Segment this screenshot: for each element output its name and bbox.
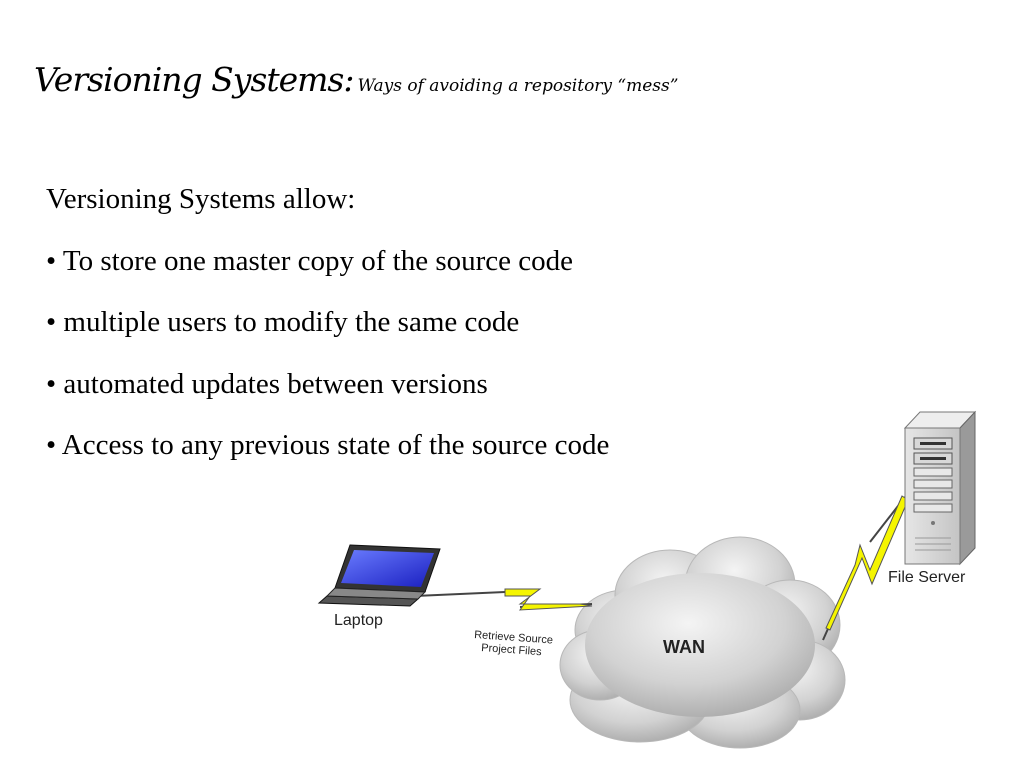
intro-text: Versioning Systems allow: <box>46 183 356 215</box>
file-server-icon <box>903 410 977 566</box>
bullet-item: • automated updates between versions <box>46 367 488 400</box>
bullet-item: • To store one master copy of the source… <box>46 244 573 277</box>
server-label: File Server <box>888 569 966 586</box>
laptop-icon <box>317 544 441 607</box>
slide-subtitle: Ways of avoiding a repository “mess” <box>357 76 679 96</box>
bullet-item: • Access to any previous state of the so… <box>46 429 610 461</box>
link-label-line1: Retrieve Source <box>474 629 554 646</box>
wan-cloud-icon <box>559 536 846 749</box>
cloud-label: WAN <box>663 637 705 657</box>
lightning-link-server-icon <box>822 495 909 641</box>
link-label-line2: Project Files <box>481 642 543 658</box>
lightning-link-icon <box>414 588 593 611</box>
laptop-label: Laptop <box>334 612 383 629</box>
slide-body: Versioning Systems allow: • To store one… <box>46 179 609 487</box>
slide-title-main: Versioning Systems: <box>34 60 354 99</box>
slide-title: Versioning Systems:Ways of avoiding a re… <box>34 60 678 99</box>
bullet-item: • multiple users to modify the same code <box>46 306 520 338</box>
